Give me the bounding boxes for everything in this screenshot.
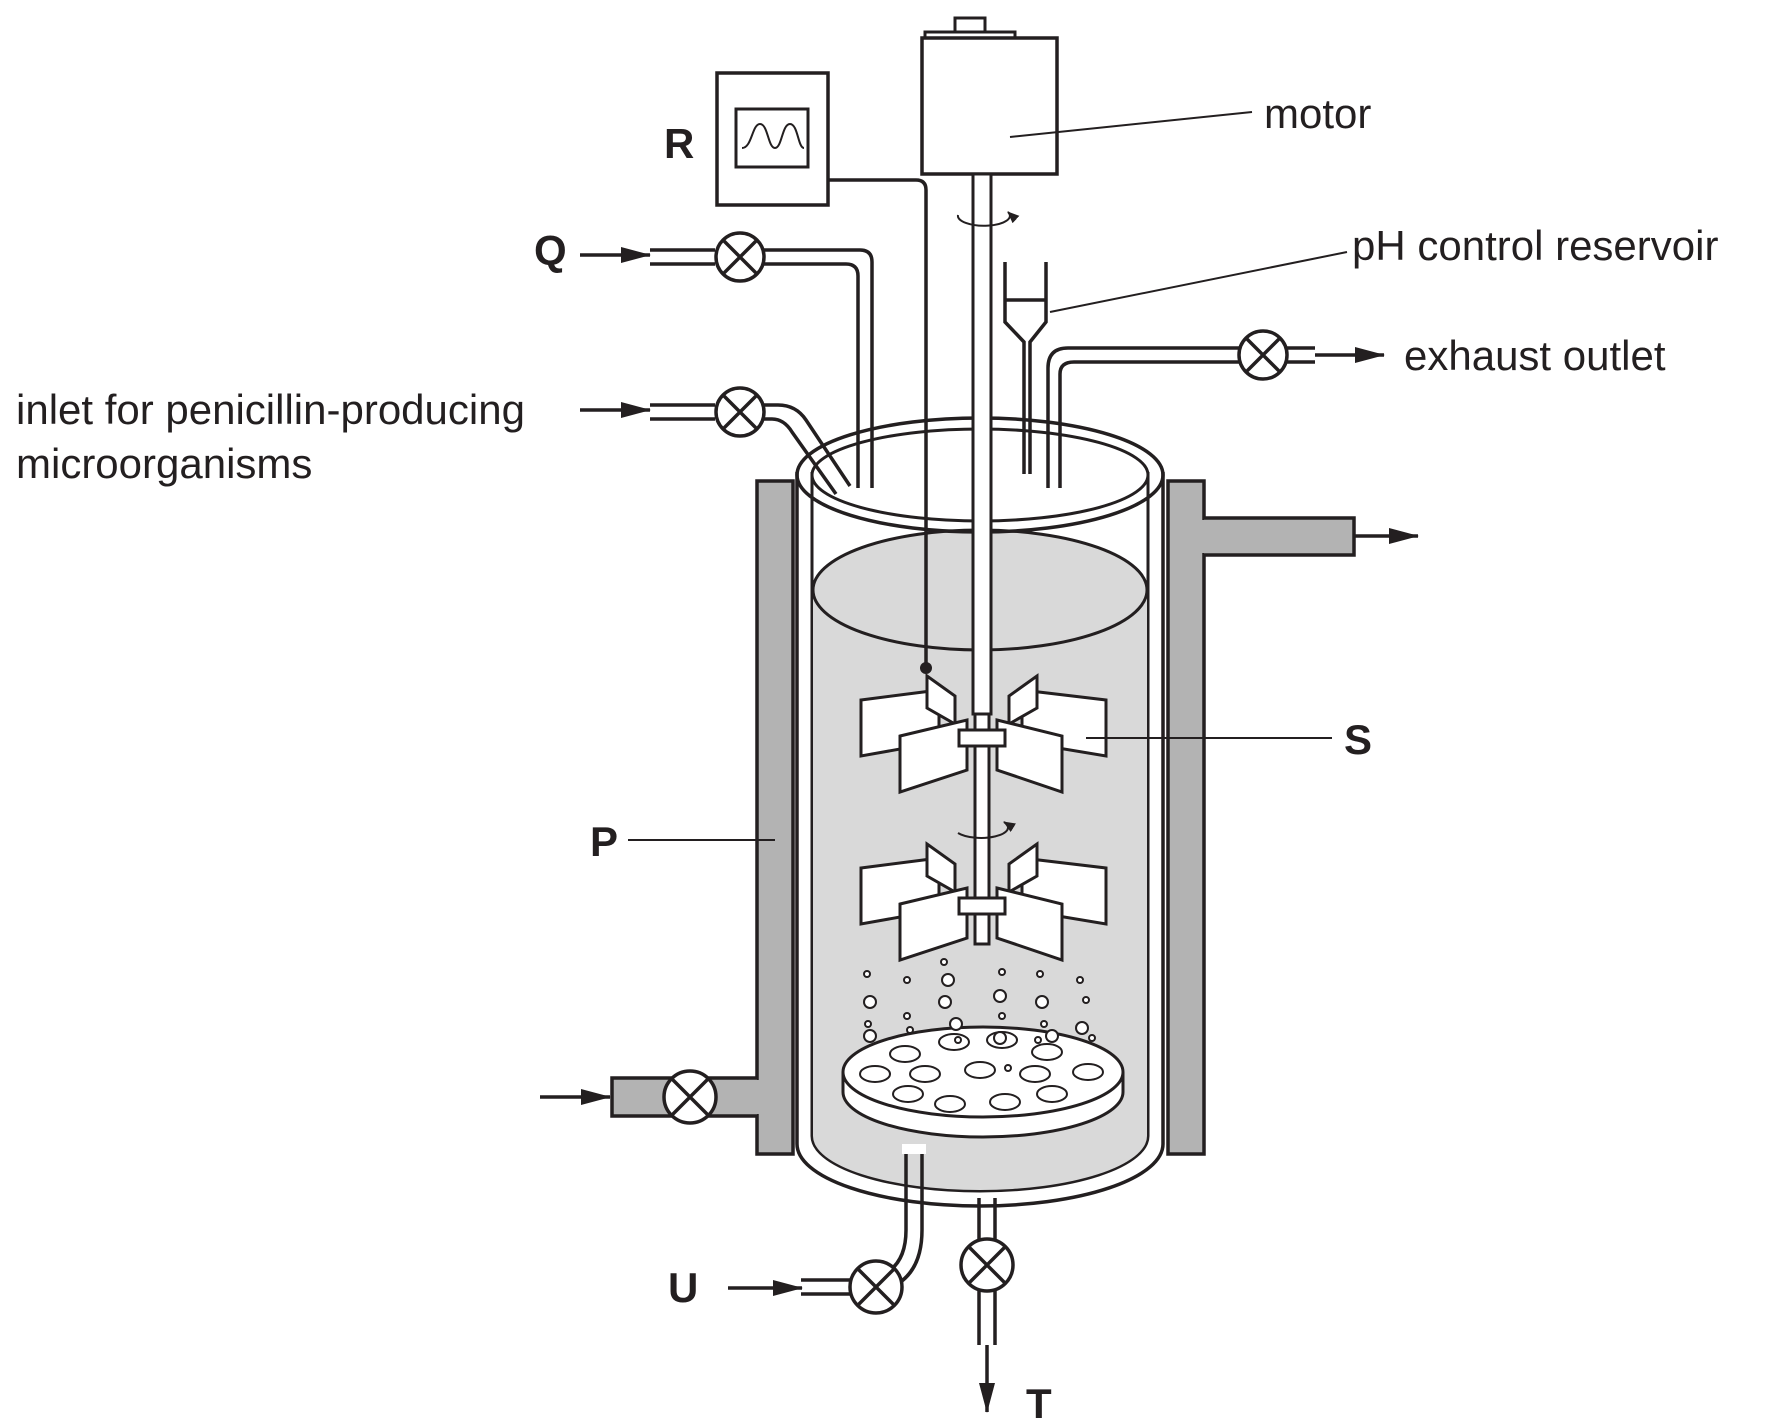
label-U: U (668, 1264, 698, 1311)
label-inlet-line2: microorganisms (16, 440, 312, 487)
inlet-Q-pipe (650, 231, 874, 488)
label-P: P (590, 818, 618, 865)
water-jacket (610, 479, 1356, 1156)
inlet-microorganisms-pipe (650, 386, 852, 496)
stirrer-shaft (956, 172, 1020, 946)
label-R: R (664, 120, 694, 167)
air-sparger (841, 1025, 1125, 1139)
label-exhaust-outlet: exhaust outlet (1404, 332, 1666, 379)
label-ph-control-reservoir: pH control reservoir (1352, 222, 1718, 269)
motor-leader (1009, 111, 1253, 138)
motor (920, 16, 1059, 176)
air-inlet-U-pipe (728, 1144, 926, 1315)
label-Q: Q (534, 227, 567, 274)
label-inlet-line1: inlet for penicillin-producing (16, 386, 525, 433)
impeller-lower (859, 841, 1108, 963)
label-motor: motor (1264, 90, 1371, 137)
jacket-inlet-valve (540, 1069, 718, 1125)
air-bubbles (863, 958, 1096, 1072)
product-outlet-T (959, 1198, 1015, 1413)
exhaust-pipe (1046, 329, 1385, 488)
ph-reservoir-leader (1049, 251, 1348, 313)
label-S: S (1344, 716, 1372, 763)
ph-control-reservoir (1003, 262, 1048, 474)
probe-recorder (715, 71, 932, 674)
impeller-upper (859, 673, 1108, 795)
label-T: T (1026, 1380, 1052, 1426)
